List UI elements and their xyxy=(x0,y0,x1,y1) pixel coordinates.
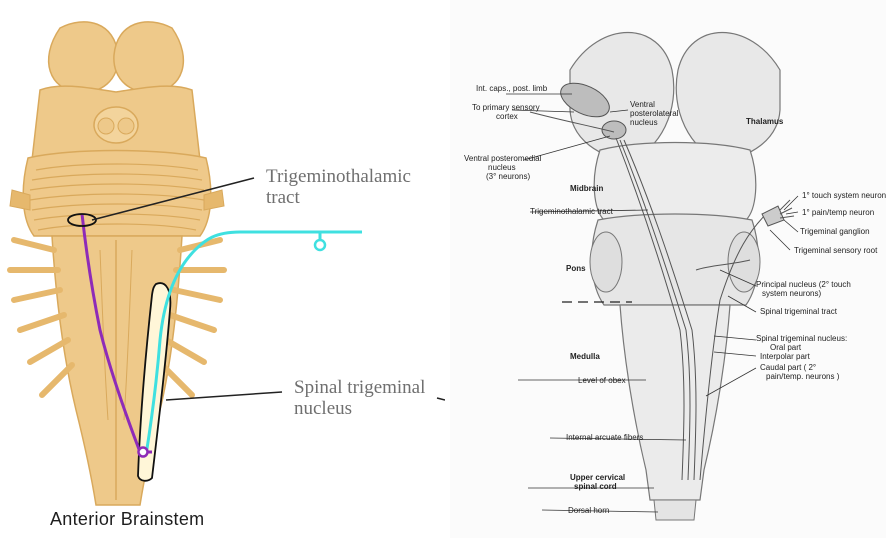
label-vpm-1: Ventral posteromedial xyxy=(464,154,541,163)
label-principal-nucleus-2: system neurons) xyxy=(762,289,821,298)
label-to-primary-sensory: To primary sensory xyxy=(472,103,540,112)
anterior-brainstem-panel: Trigeminothalamic tract Spinal trigemina… xyxy=(0,0,445,538)
label-trigeminal-ganglion: Trigeminal ganglion xyxy=(800,227,870,236)
label-interpolar-part: Interpolar part xyxy=(760,352,810,361)
label-cortex: cortex xyxy=(496,112,518,121)
second-order-neuron-cell xyxy=(139,448,148,457)
label-vpl-1: Ventral xyxy=(630,100,655,109)
label-principal-nucleus-1: Principal nucleus (2° touch xyxy=(756,280,851,289)
label-level-of-obex: Level of obex xyxy=(578,376,626,385)
trigeminal-pathway-illustration xyxy=(450,0,886,538)
trigeminal-ganglion-cell xyxy=(315,240,325,250)
mammillary-right xyxy=(118,118,134,134)
label-pain-neuron: 1° pain/temp neuron xyxy=(802,208,874,217)
caption-anterior-brainstem: Anterior Brainstem xyxy=(50,509,204,530)
midbrain-region xyxy=(594,143,756,221)
left-thalamus-lobe xyxy=(49,22,119,93)
label-vpl-3: nucleus xyxy=(630,118,658,127)
label-vpm-3: (3° neurons) xyxy=(486,172,530,181)
label-medulla: Medulla xyxy=(570,352,600,361)
label-spinal-tract: Spinal trigeminal tract xyxy=(760,307,837,316)
label-vpm-2: nucleus xyxy=(488,163,516,172)
callout-trigeminothalamic-tract: Trigeminothalamic tract xyxy=(266,166,445,208)
mammillary-left xyxy=(98,118,114,134)
anterior-brainstem-illustration xyxy=(0,0,445,538)
callout-spinal-trigeminal-nucleus-line1: Spinal trigeminal xyxy=(294,377,425,398)
callout-line-nucleus xyxy=(166,392,282,400)
label-internal-arcuate: Internal arcuate fibers xyxy=(566,433,643,442)
label-oral-part: Oral part xyxy=(770,343,801,352)
dash-mark xyxy=(437,398,445,400)
label-touch-neuron: 1° touch system neuron xyxy=(802,191,886,200)
label-dorsal-horn: Dorsal horn xyxy=(568,506,609,515)
label-caudal-part-2: pain/temp. neurons ) xyxy=(766,372,839,381)
label-spinal-cord: spinal cord xyxy=(574,482,617,491)
label-pons: Pons xyxy=(566,264,586,273)
label-int-caps: Int. caps., post. limb xyxy=(476,84,547,93)
label-midbrain: Midbrain xyxy=(570,184,603,193)
label-thalamus: Thalamus xyxy=(746,117,783,126)
label-vpl-2: posterolateral xyxy=(630,109,678,118)
trigeminal-pathway-diagram: Int. caps., post. limb To primary sensor… xyxy=(450,0,886,538)
right-thalamus-lobe xyxy=(114,22,184,93)
label-trigeminal-root: Trigeminal sensory root xyxy=(794,246,877,255)
label-spinal-nucleus: Spinal trigeminal nucleus: xyxy=(756,334,847,343)
thalamus-right xyxy=(676,33,780,161)
medulla-region xyxy=(620,305,730,500)
cerebellar-peduncle-left xyxy=(590,232,622,292)
pons xyxy=(23,151,211,237)
label-caudal-part-1: Caudal part ( 2° xyxy=(760,363,816,372)
label-trigeminothalamic-tract: Trigeminothalamic tract xyxy=(530,207,613,216)
callout-spinal-trigeminal-nucleus-line2: nucleus xyxy=(294,398,352,419)
label-upper-cervical: Upper cervical xyxy=(570,473,625,482)
spinal-cord xyxy=(654,500,696,520)
